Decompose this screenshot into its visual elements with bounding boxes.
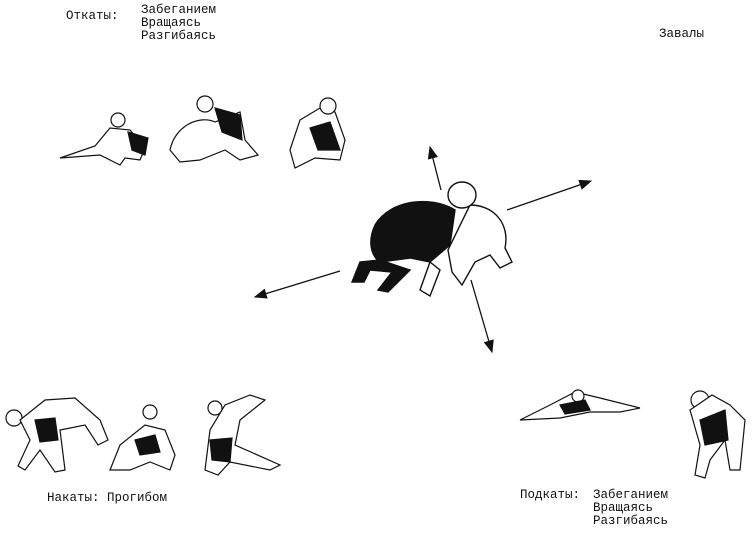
otkaty-label: Откаты: bbox=[66, 10, 119, 23]
otkaty-item: Разгибаясь bbox=[141, 29, 217, 43]
podkaty-title: Подкаты: bbox=[520, 488, 581, 502]
podkaty-label: Подкаты: bbox=[520, 489, 580, 502]
nakaty-label: Накаты: Прогибом bbox=[47, 492, 167, 505]
arrow-down bbox=[470, 279, 494, 354]
podkaty-item: Разгибаясь bbox=[593, 514, 669, 528]
arrow-left bbox=[253, 270, 341, 299]
otkaty-item: Вращаясь bbox=[141, 16, 202, 30]
otkaty-figures bbox=[59, 95, 346, 169]
podkaty-figures bbox=[519, 389, 746, 479]
podkaty-item: Вращаясь bbox=[593, 501, 654, 515]
podkaty-item: Забеганием bbox=[593, 488, 669, 502]
nakaty-title: Накаты: bbox=[47, 491, 100, 505]
arrow-right bbox=[506, 179, 593, 211]
otkaty-item: Забеганием bbox=[141, 3, 217, 17]
nakaty-item: Прогибом bbox=[107, 491, 168, 505]
otkaty-title: Откаты: bbox=[66, 9, 119, 23]
central-wrestlers-figure bbox=[350, 181, 513, 298]
direction-arrows bbox=[253, 145, 593, 354]
nakaty-figures bbox=[5, 394, 282, 476]
zavaly-label: Завалы bbox=[659, 27, 705, 41]
arrow-up bbox=[427, 145, 442, 191]
